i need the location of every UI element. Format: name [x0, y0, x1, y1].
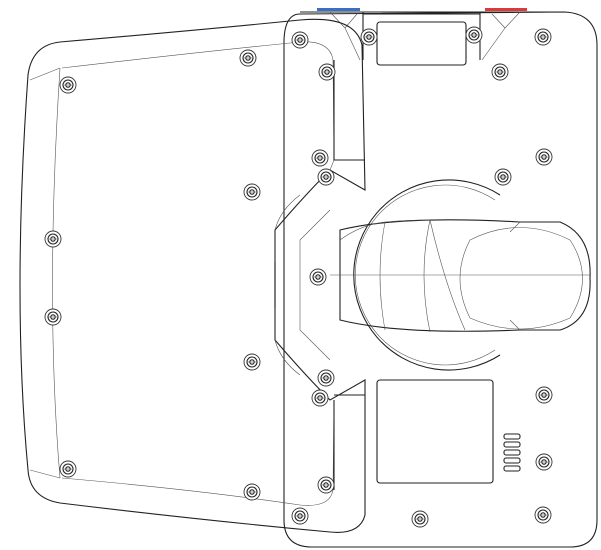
screw-icon: [534, 28, 552, 46]
screw-icon: [535, 148, 553, 166]
screw-icon: [534, 506, 552, 524]
screw-icon: [44, 308, 62, 326]
screw-icon: [239, 49, 257, 67]
top-slot: [329, 11, 521, 66]
screw-icon: [44, 230, 62, 248]
screw-icon: [535, 453, 553, 471]
led-indicators: [503, 433, 521, 472]
screw-icon: [491, 63, 509, 81]
screw-icon: [317, 369, 335, 387]
screw-icon: [243, 353, 261, 371]
joystick: [330, 179, 591, 371]
left-grip: [19, 18, 366, 533]
left-marker: [317, 8, 360, 11]
screw-icon: [243, 483, 261, 501]
screw-icon: [535, 386, 553, 404]
screw-icon: [243, 183, 261, 201]
screw-icon: [411, 510, 429, 528]
screw-icon: [360, 28, 378, 46]
bottom-panel: [376, 379, 494, 484]
screw-icon: [317, 476, 335, 494]
screw-icon: [309, 268, 327, 286]
screw-icon: [59, 76, 77, 94]
screw-icon: [59, 460, 77, 478]
screw-icon: [291, 31, 309, 49]
screw-icon: [494, 168, 512, 186]
main-body: [283, 11, 598, 548]
screw-icon: [311, 389, 329, 407]
screw-icon: [465, 26, 483, 44]
right-marker: [485, 8, 527, 11]
screw-icon: [318, 63, 336, 81]
screw-icon: [291, 507, 309, 525]
screw-icon: [311, 149, 329, 167]
screw-icon: [317, 168, 335, 186]
screws: [44, 26, 553, 528]
